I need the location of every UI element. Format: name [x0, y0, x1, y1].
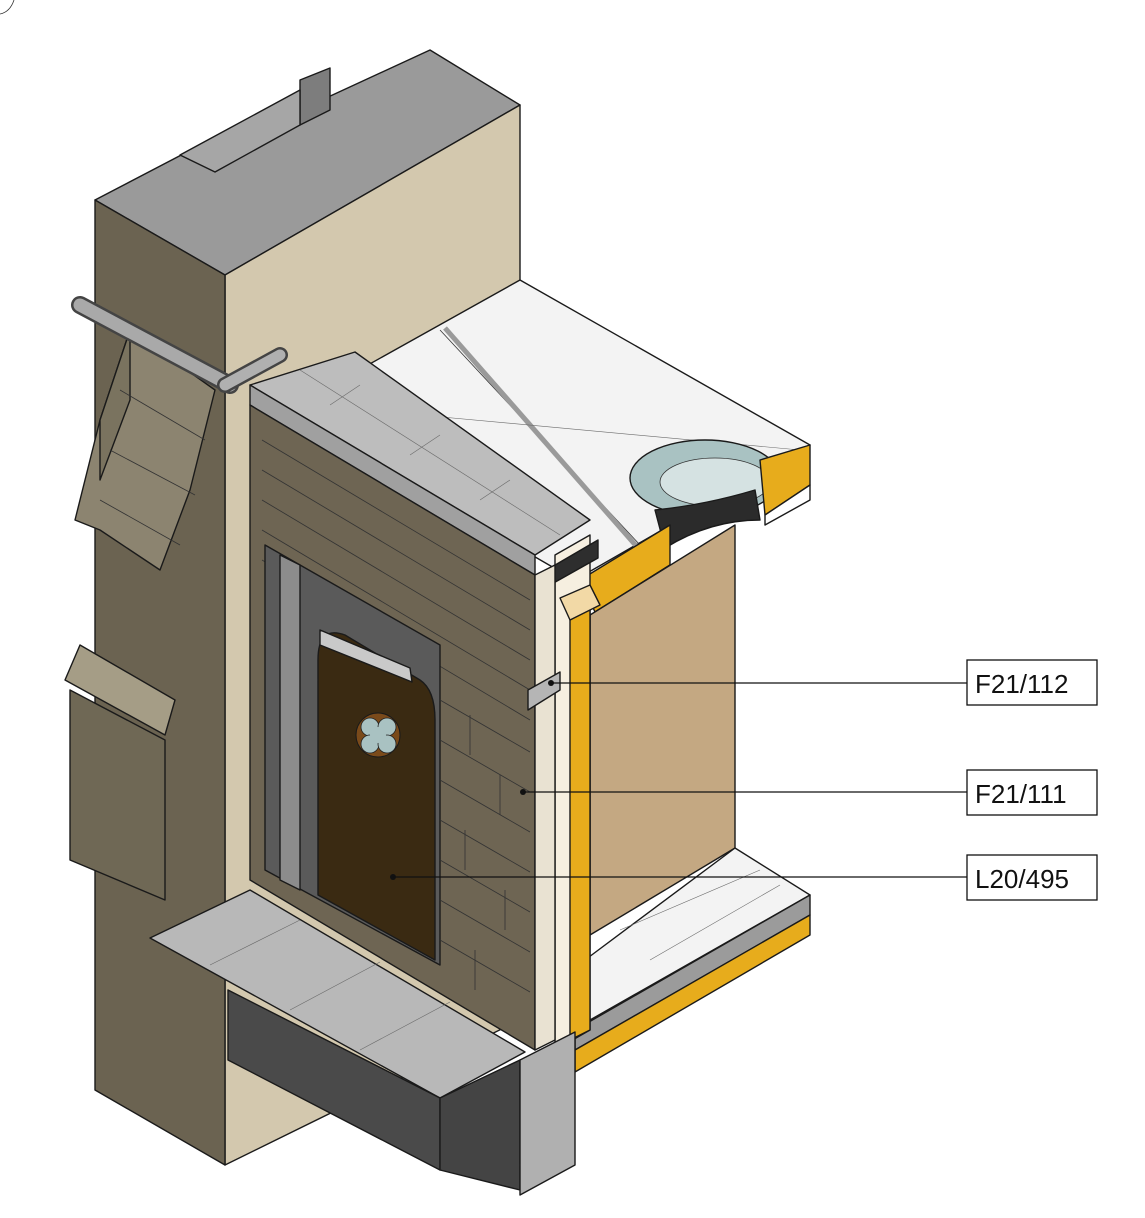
tag-label: F21/112 — [975, 669, 1068, 699]
quatrefoil-window — [355, 712, 401, 758]
tag-l20-495: L20/495 — [966, 854, 1098, 901]
entrance-steps — [149, 889, 576, 1196]
annotation-leaders — [390, 680, 967, 880]
corner-mark — [0, 0, 15, 15]
tag-label: F21/111 — [975, 779, 1067, 809]
tag-label: L20/495 — [975, 864, 1069, 894]
stone-facade — [249, 351, 591, 1051]
tag-box — [966, 769, 1098, 816]
tag-box — [966, 854, 1098, 901]
tag-f21-111: F21/111 — [966, 769, 1098, 816]
floor-slab — [574, 847, 811, 1073]
tag-f21-112: F21/112 — [966, 659, 1098, 706]
tag-box — [966, 659, 1098, 706]
